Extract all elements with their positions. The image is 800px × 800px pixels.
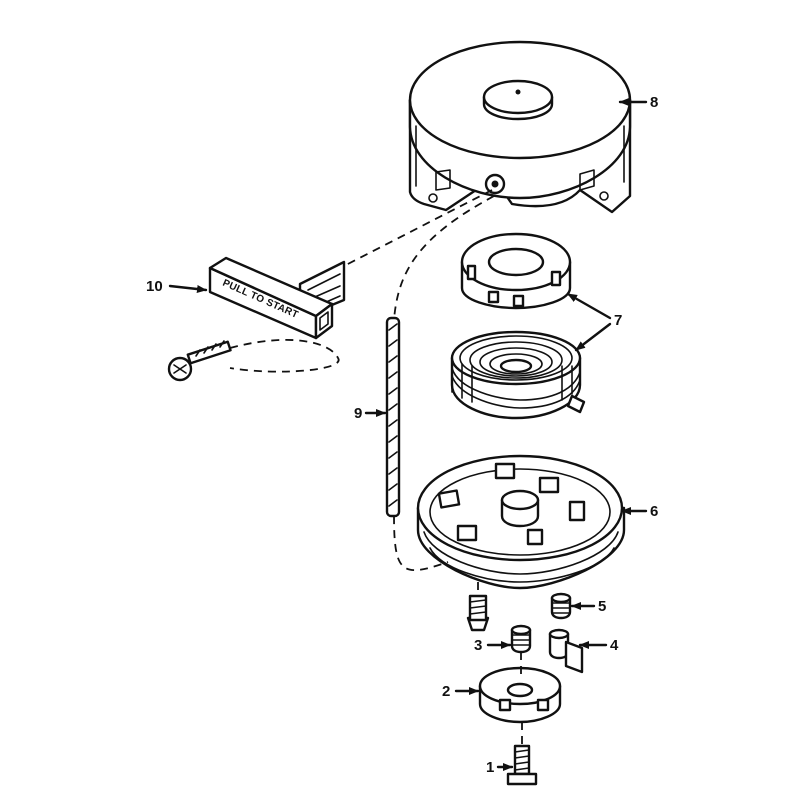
callouts: 8 7 10 9 6 5 4 3 2 1 <box>146 94 658 776</box>
callout-arrow-10 <box>168 284 208 293</box>
callout-label-6: 6 <box>650 503 658 520</box>
callout-label-7: 7 <box>614 312 622 329</box>
handle-screw <box>167 340 232 382</box>
rewind-spring <box>450 330 586 420</box>
callout-label-4: 4 <box>610 637 619 654</box>
callout-label-2: 2 <box>442 683 450 700</box>
callout-arrow-7b <box>574 322 612 352</box>
brake-spring <box>510 624 532 654</box>
callout-label-8: 8 <box>650 94 658 111</box>
retainer-screw <box>466 594 490 632</box>
starter-housing <box>408 40 632 214</box>
callout-label-1: 1 <box>486 759 494 776</box>
pulley <box>416 454 626 590</box>
assembly-dashed-lines <box>229 189 523 744</box>
center-screw <box>506 744 538 786</box>
starter-rope <box>385 316 401 518</box>
starter-handle: PULL TO START <box>208 256 346 340</box>
callout-label-3: 3 <box>474 637 482 654</box>
brake-retainer <box>478 666 562 724</box>
callout-label-5: 5 <box>598 598 606 615</box>
callout-label-9: 9 <box>354 405 362 422</box>
callout-label-10: 10 <box>146 278 163 295</box>
spring-cup <box>460 232 572 310</box>
callout-arrow-7a <box>566 292 612 320</box>
small-spring <box>550 592 572 620</box>
pawl <box>548 628 584 674</box>
